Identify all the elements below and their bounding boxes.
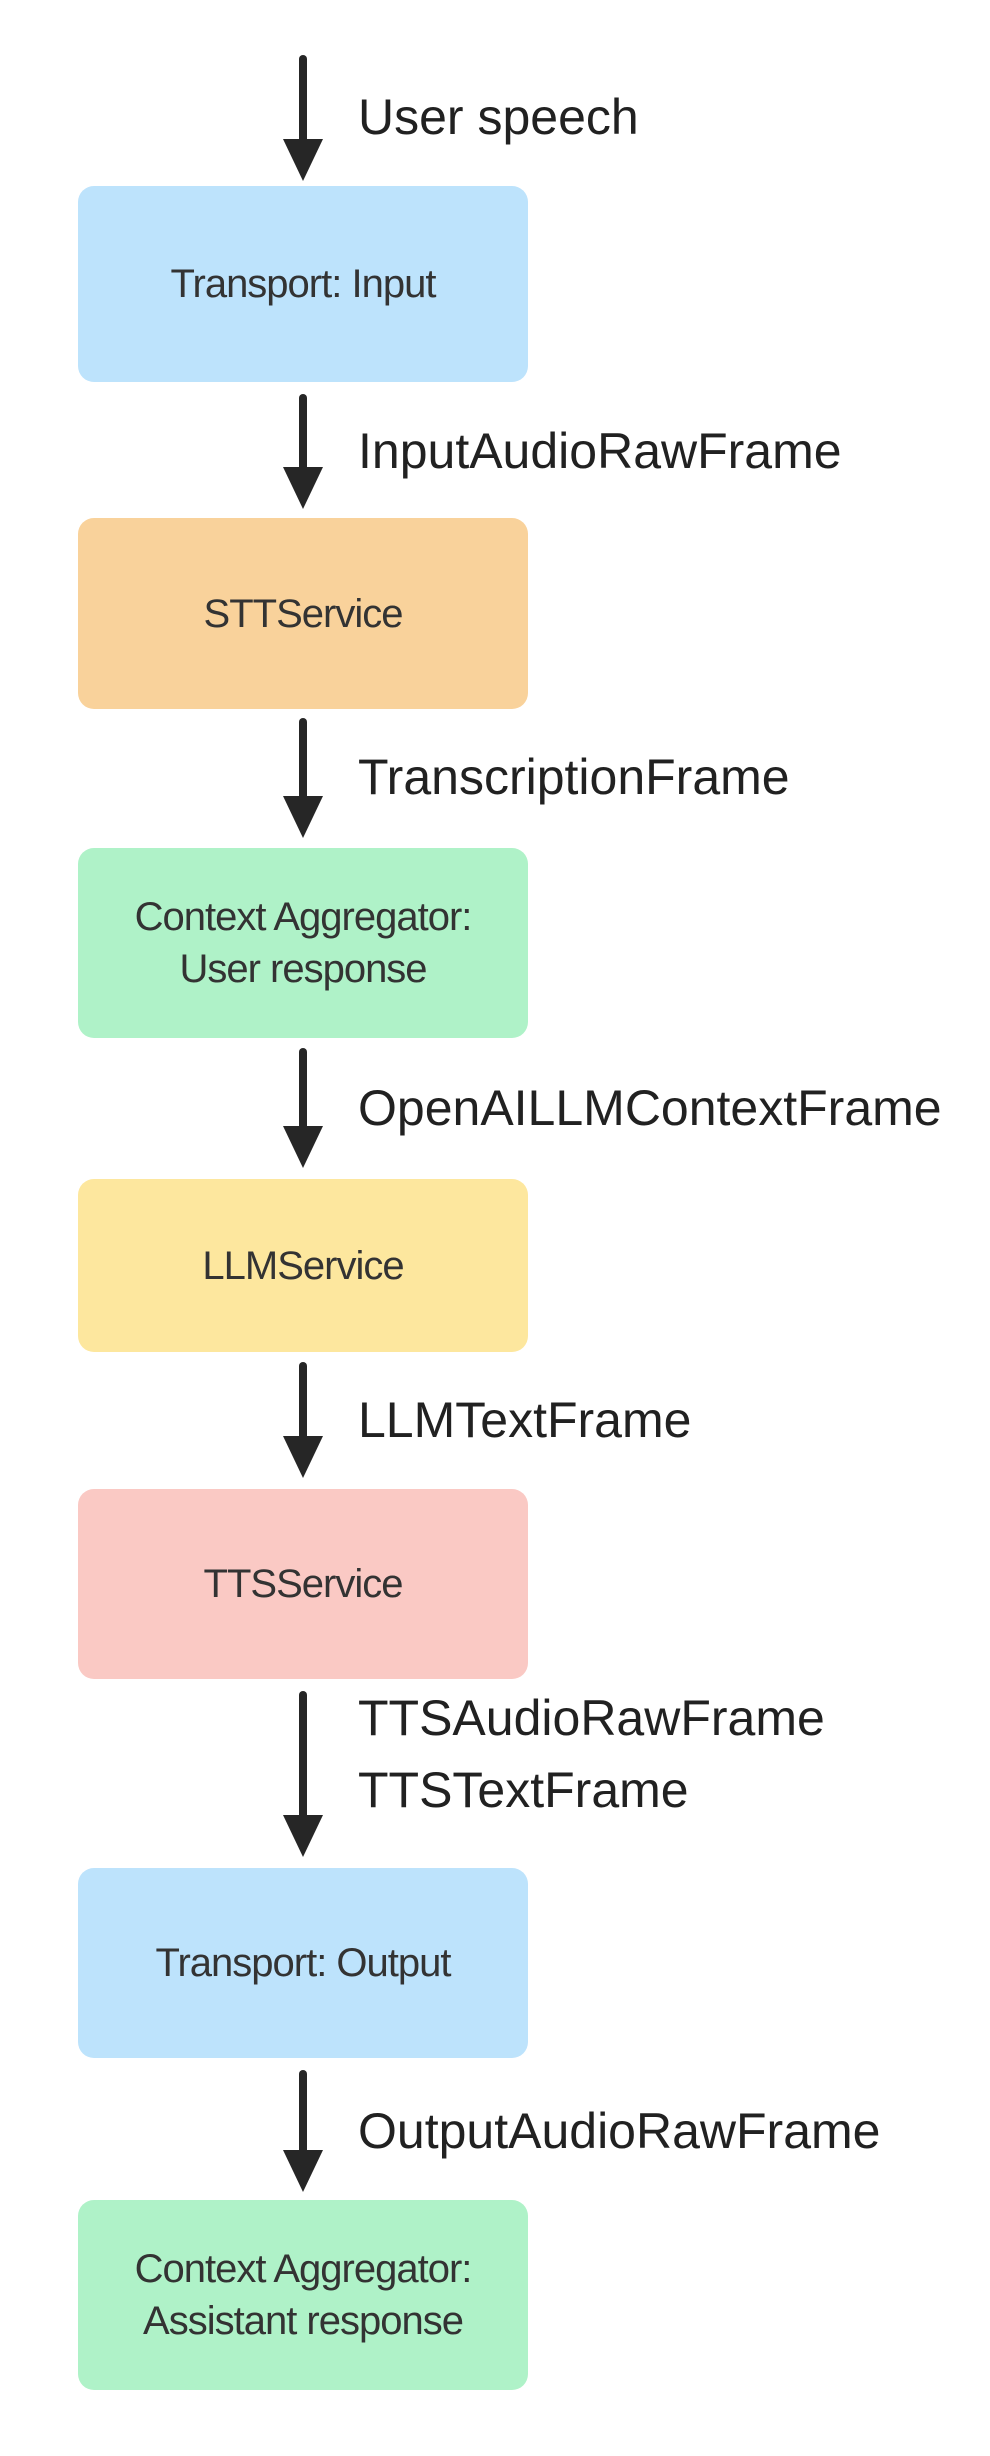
- down-arrow-icon: [281, 1691, 325, 1857]
- edge-label-output-audio-raw-frame: OutputAudioRawFrame: [358, 2095, 880, 2167]
- node-label: Assistant response: [143, 2299, 464, 2343]
- node-tts-service: TTSService: [78, 1489, 528, 1679]
- edge-label-text: User speech: [358, 89, 639, 145]
- node-label: LLMService: [202, 1243, 404, 1288]
- node-label: Context Aggregator:: [134, 895, 473, 939]
- down-arrow-icon: [281, 1048, 325, 1168]
- down-arrow-icon: [281, 55, 325, 181]
- node-llm-service: LLMService: [78, 1179, 528, 1352]
- edge-label-text: InputAudioRawFrame: [358, 423, 842, 479]
- node-context-aggregator-assistant: Context Aggregator: Assistant response: [78, 2200, 528, 2390]
- node-transport-output: Transport: Output: [78, 1868, 528, 2058]
- edge-label-text: OpenAILLMContextFrame: [358, 1080, 942, 1136]
- edge-label-text: OutputAudioRawFrame: [358, 2103, 881, 2159]
- edge-label-text: TTSAudioRawFrame: [358, 1690, 825, 1746]
- down-arrow-icon: [281, 1362, 325, 1478]
- edge-label-input-audio-raw-frame: InputAudioRawFrame: [358, 415, 842, 487]
- edge-label-transcription-frame: TranscriptionFrame: [358, 741, 790, 813]
- node-label: Context Aggregator:: [134, 2247, 473, 2291]
- node-label: Transport: Input: [170, 262, 437, 306]
- node-context-aggregator-user: Context Aggregator: User response: [78, 848, 528, 1038]
- node-label: STTService: [203, 591, 404, 636]
- node-label: User response: [179, 947, 427, 991]
- edge-label-tts-frames: TTSAudioRawFrame TTSTextFrame: [358, 1682, 825, 1826]
- edge-label-user-speech: User speech: [358, 81, 639, 153]
- down-arrow-icon: [281, 394, 325, 509]
- node-transport-input: Transport: Input: [78, 186, 528, 382]
- node-label: Transport: Output: [155, 1941, 452, 1985]
- edge-label-openai-llm-context-frame: OpenAILLMContextFrame: [358, 1072, 942, 1144]
- edge-label-text: LLMTextFrame: [358, 1392, 692, 1448]
- node-label: TTSService: [203, 1562, 404, 1606]
- node-stt-service: STTService: [78, 518, 528, 709]
- edge-label-llm-text-frame: LLMTextFrame: [358, 1384, 691, 1456]
- down-arrow-icon: [281, 718, 325, 838]
- down-arrow-icon: [281, 2070, 325, 2192]
- edge-label-text: TranscriptionFrame: [358, 749, 790, 805]
- edge-label-text: TTSTextFrame: [358, 1762, 689, 1818]
